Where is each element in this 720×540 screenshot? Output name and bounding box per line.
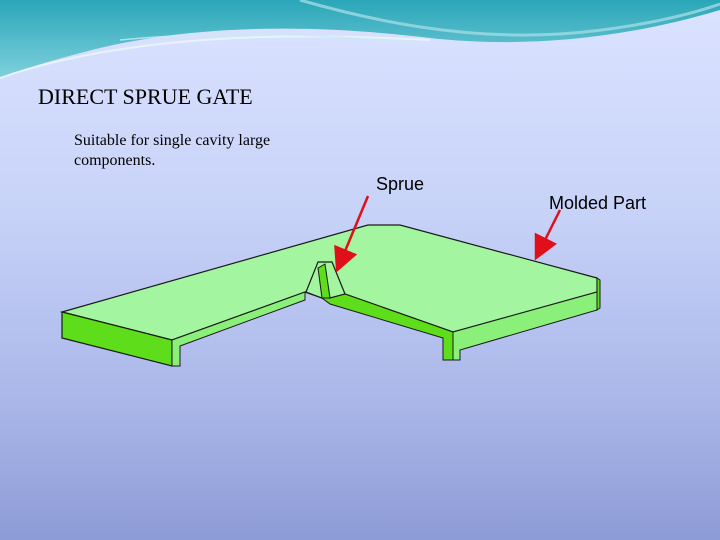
molded-part-arrow <box>534 209 562 261</box>
sprue-label: Sprue <box>376 174 424 194</box>
slide-title: DIRECT SPRUE GATE <box>38 84 253 109</box>
sprue-cone-inner <box>317 263 331 299</box>
molded-part-front-left-edge <box>171 291 306 367</box>
molded-part-label: Molded Part <box>549 193 646 213</box>
header-swoosh <box>0 0 720 79</box>
molded-part-right-end <box>596 277 601 311</box>
sprue-arrow <box>334 195 370 273</box>
slide-body-text: Suitable for single cavity large compone… <box>74 132 271 169</box>
molded-part-channel <box>320 293 454 361</box>
